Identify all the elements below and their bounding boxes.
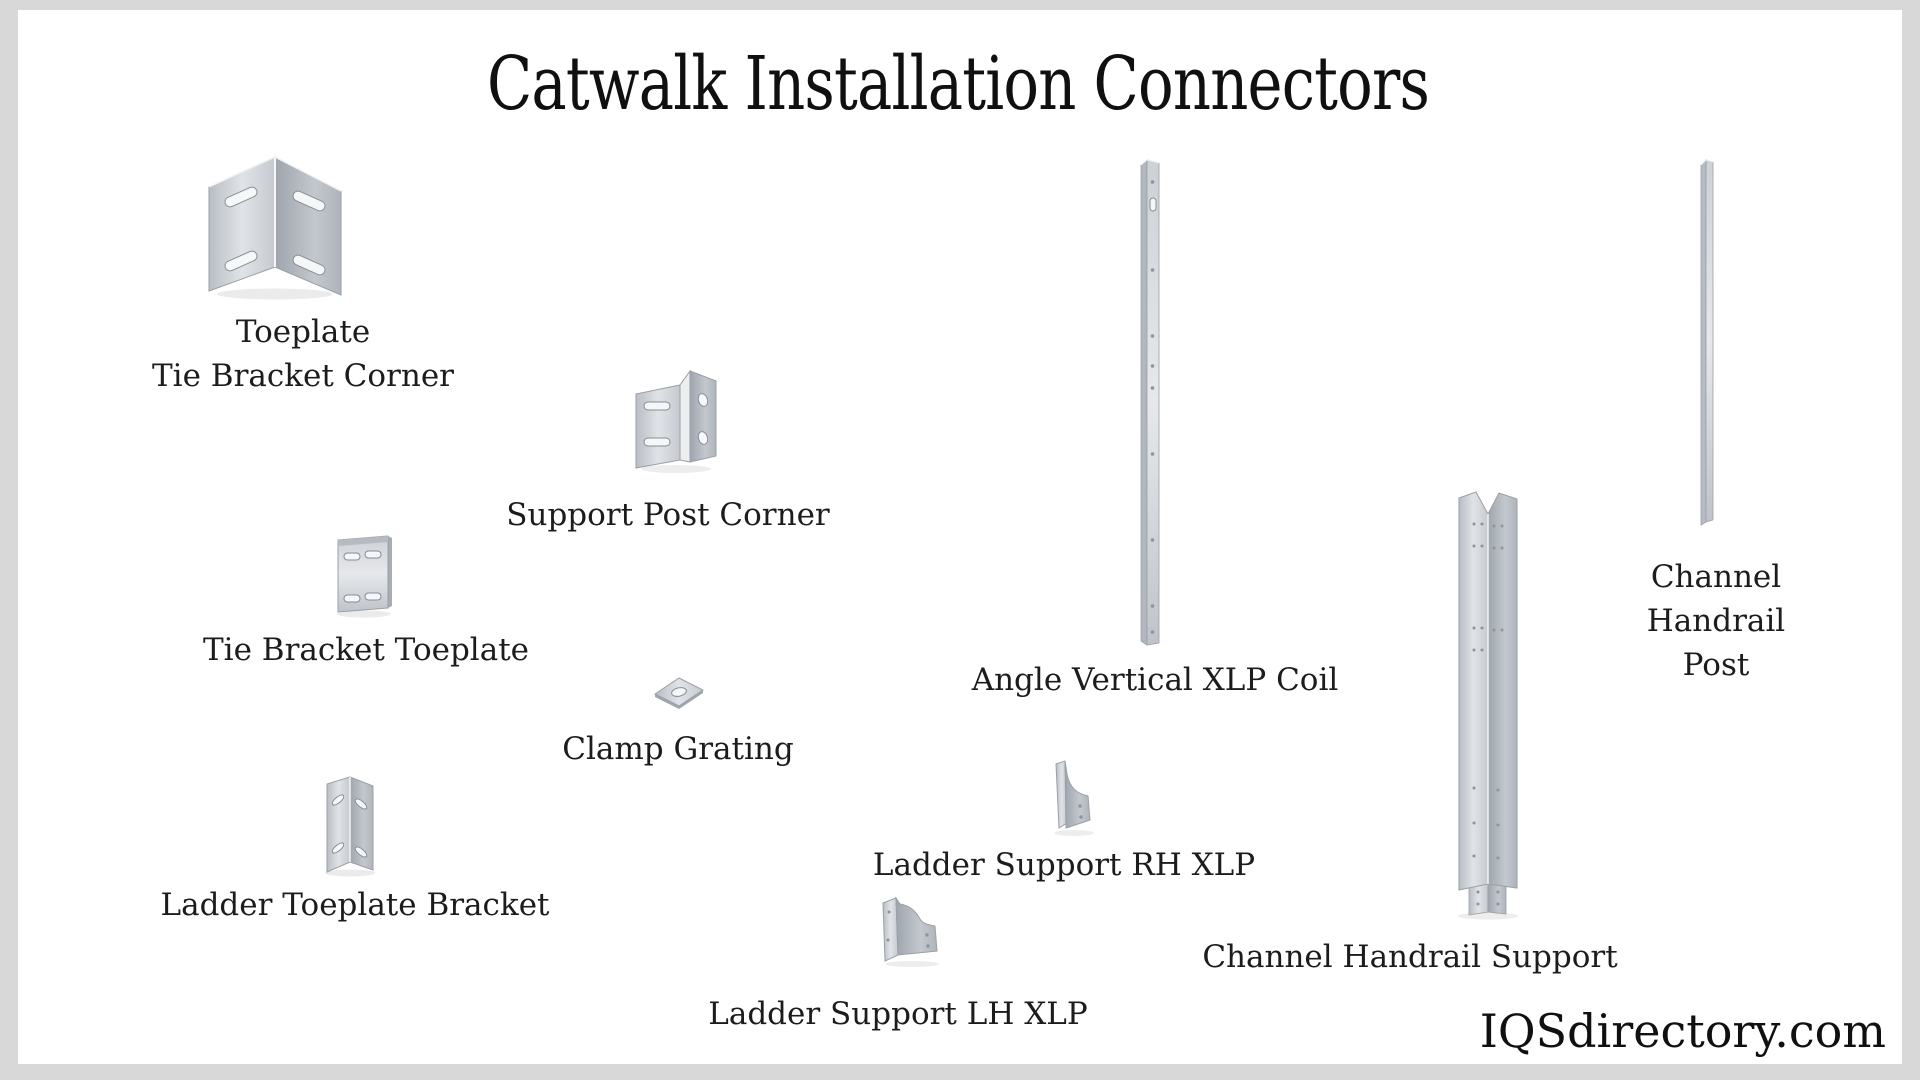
ladder-support-lh-xlp-label: Ladder Support LH XLP [708,996,1088,1032]
clamp-grating-label: Clamp Grating [562,731,794,767]
angle-vertical-xlp-coil-image [1136,158,1164,650]
tie-bracket-toeplate-label: Tie Bracket Toeplate [203,632,529,668]
support-post-corner-label: Support Post Corner [506,497,830,533]
clamp-grating-image [652,673,708,715]
watermark: IQSdirectory.com [1479,1004,1886,1058]
ladder-support-rh-xlp-image [1044,760,1094,840]
support-post-corner-image [630,368,722,473]
ladder-support-lh-xlp-image [875,895,949,969]
diagram-canvas: Catwalk Installation Connectors Toeplate… [18,10,1902,1064]
toeplate-tie-bracket-corner-label: Toeplate Tie Bracket Corner [151,314,455,395]
angle-vertical-xlp-coil-label: Angle Vertical XLP Coil [971,662,1339,698]
channel-handrail-post-image [1696,156,1718,528]
toeplate-tie-bracket-corner-image [203,145,348,300]
ladder-toeplate-bracket-image [321,772,379,877]
channel-handrail-support-image [1454,488,1522,920]
channel-handrail-support-label: Channel Handrail Support [1202,939,1618,975]
page-title: Catwalk Installation Connectors [486,41,1430,127]
tie-bracket-toeplate-image [332,530,396,618]
ladder-toeplate-bracket-label: Ladder Toeplate Bracket [160,887,550,923]
channel-handrail-post-label: Channel Handrail Post [1646,559,1786,684]
ladder-support-rh-xlp-label: Ladder Support RH XLP [872,847,1256,883]
